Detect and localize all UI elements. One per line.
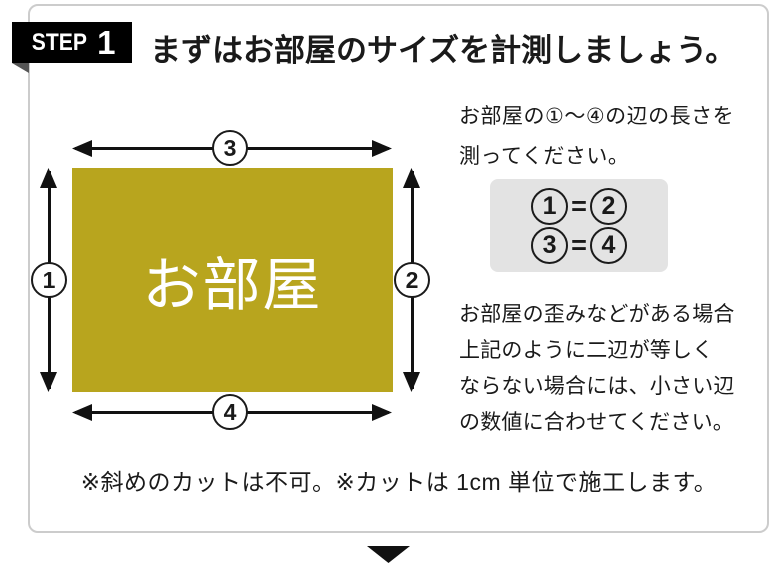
side-number-2: 2	[394, 262, 430, 298]
equality-number-4: 4	[589, 226, 627, 264]
arrowhead-right-icon	[372, 140, 392, 157]
room-rectangle: お部屋	[72, 168, 393, 392]
arrow-side-4: 4	[72, 394, 392, 430]
step-badge-label: STEP	[32, 28, 88, 56]
measure-instruction-line: 測ってください。	[459, 145, 630, 168]
side-number-3: 3	[212, 130, 248, 166]
step-badge: STEP 1	[12, 22, 132, 63]
equals-sign: =	[571, 229, 587, 260]
warp-note-line: ならない場合には、小さい辺	[459, 375, 735, 398]
caution-note: ※斜めのカットは不可。※カットは 1cm 単位で施工します。	[80, 469, 718, 495]
arrowhead-right-icon	[372, 404, 392, 421]
equality-number-1: 1	[531, 187, 569, 225]
equality-box: 1 = 2 3 = 4	[490, 179, 668, 272]
warp-note: お部屋の歪みなどがある場合 上記のように二辺が等しく ならない場合には、小さい辺…	[459, 297, 769, 441]
equality-number-2: 2	[589, 187, 627, 225]
equals-sign: =	[571, 190, 587, 221]
step-badge-number: 1	[97, 24, 116, 61]
measure-instruction-line: お部屋の①～④の辺の長さを	[459, 105, 735, 128]
page-title: まずはお部屋のサイズを計測しましょう。	[150, 33, 737, 68]
side-number-4: 4	[212, 394, 248, 430]
equality-row-1: 1 = 2	[531, 187, 627, 225]
arrowhead-down-icon	[40, 372, 57, 392]
equality-row-2: 3 = 4	[531, 226, 627, 264]
arrowhead-down-icon	[403, 372, 420, 392]
arrowhead-up-icon	[403, 168, 420, 188]
arrow-side-3: 3	[72, 130, 392, 166]
step-badge-fold	[12, 63, 29, 73]
room-label: お部屋	[142, 253, 323, 318]
side-number-1: 1	[31, 262, 67, 298]
arrow-side-1: 1	[31, 168, 67, 392]
arrowhead-up-icon	[40, 168, 57, 188]
arrowhead-left-icon	[72, 140, 92, 157]
measure-instruction: お部屋の①～④の辺の長さを 測ってください。	[459, 97, 769, 177]
arrowhead-left-icon	[72, 404, 92, 421]
arrow-side-2: 2	[394, 168, 430, 392]
warp-note-line: 上記のように二辺が等しく	[459, 339, 714, 362]
warp-note-line: の数値に合わせてください。	[459, 411, 734, 434]
next-step-arrow-icon	[367, 546, 410, 563]
equality-number-3: 3	[531, 226, 569, 264]
warp-note-line: お部屋の歪みなどがある場合	[459, 303, 735, 326]
